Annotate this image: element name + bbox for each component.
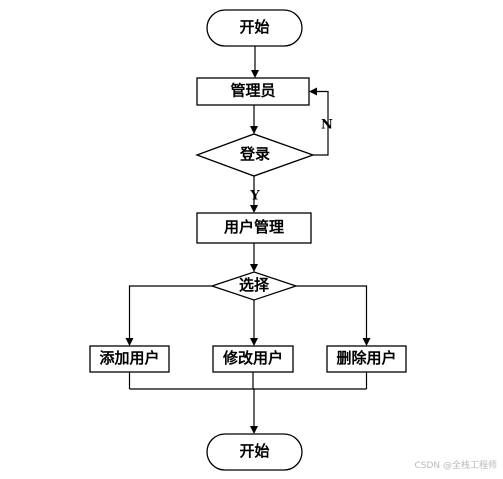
edge-label-no: N xyxy=(321,118,333,133)
delete-user-node: 删除用户 xyxy=(326,345,407,373)
admin-node: 管理员 xyxy=(196,77,310,106)
login-decision: 登录 xyxy=(195,133,315,177)
select-decision: 选择 xyxy=(209,271,299,301)
end-node: 开始 xyxy=(206,433,303,471)
admin-label: 管理员 xyxy=(230,82,275,100)
start-node: 开始 xyxy=(206,9,303,47)
watermark: CSDN @全栈工程师 xyxy=(414,461,497,471)
edge-label-yes: Y xyxy=(249,189,260,204)
start-label: 开始 xyxy=(239,18,269,36)
edge-login-no-loop xyxy=(309,87,329,156)
edge-select-to-delete-user xyxy=(296,285,371,346)
edge-start-to-admin xyxy=(251,46,259,78)
select-label: 选择 xyxy=(239,276,270,294)
end-label: 开始 xyxy=(239,442,269,460)
add-user-node: 添加用户 xyxy=(89,345,170,373)
user-management-node: 用户管理 xyxy=(196,212,312,244)
edge-select-to-add-user xyxy=(125,285,212,346)
edit-user-label: 修改用户 xyxy=(222,349,283,367)
edit-user-node: 修改用户 xyxy=(212,345,294,373)
user-management-label: 用户管理 xyxy=(224,218,284,236)
edge-merge-to-end xyxy=(128,372,368,434)
edge-admin-to-login xyxy=(250,105,258,134)
edge-user-management-to-select xyxy=(250,243,258,272)
login-label: 登录 xyxy=(239,145,270,163)
edge-login-to-user-management xyxy=(250,176,258,213)
add-user-label: 添加用户 xyxy=(99,349,159,367)
edge-select-to-edit-user xyxy=(250,300,258,346)
delete-user-label: 删除用户 xyxy=(336,349,396,367)
